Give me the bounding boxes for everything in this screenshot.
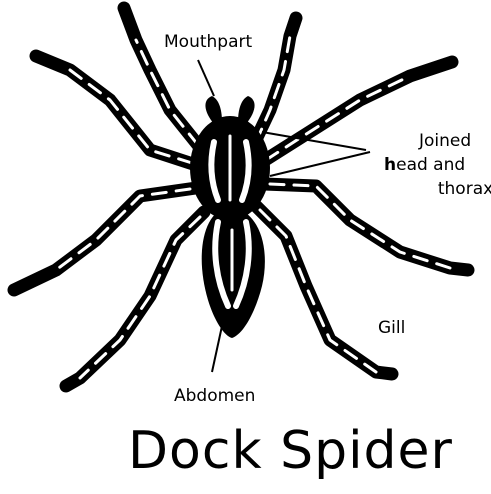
diagram-title: Dock Spider bbox=[128, 416, 453, 486]
mouthpart-pointer bbox=[198, 60, 214, 96]
gill-label: Gill bbox=[378, 318, 405, 338]
spider-cephalothorax bbox=[190, 116, 270, 220]
head-thorax-label-line1: Joined bbox=[390, 131, 471, 151]
head-thorax-label: Joined head and thorax bbox=[384, 131, 465, 199]
leg-left-4 bbox=[66, 212, 204, 386]
leg-left-3 bbox=[14, 188, 196, 290]
spider-abdomen bbox=[202, 206, 265, 338]
head-thorax-label-bold-letter: h bbox=[384, 155, 396, 175]
head-thorax-label-line2-rest: ead and bbox=[396, 155, 465, 175]
head-thorax-label-line2: head and bbox=[384, 155, 465, 175]
head-thorax-pointer-lower bbox=[270, 152, 370, 176]
mouthpart-label: Mouthpart bbox=[164, 32, 252, 52]
abdomen-label: Abdomen bbox=[174, 386, 255, 406]
head-thorax-label-line3: thorax bbox=[412, 179, 491, 199]
abdomen-pointer bbox=[212, 326, 222, 372]
